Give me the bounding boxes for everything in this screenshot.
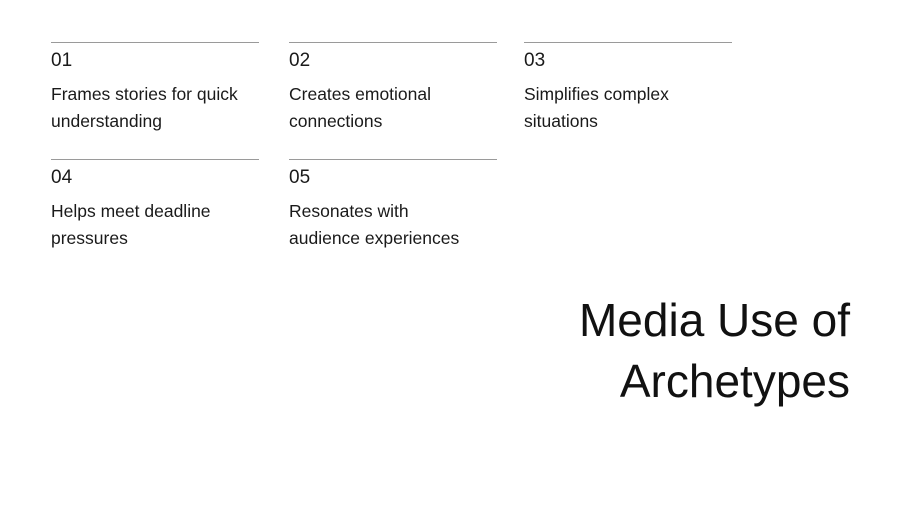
item-text-line: situations (524, 111, 598, 131)
slide-title: Media Use of Archetypes (450, 290, 850, 412)
item-number: 04 (51, 167, 73, 188)
item-number: 01 (51, 50, 73, 71)
item-divider (51, 42, 259, 43)
item-divider (289, 159, 497, 160)
list-item-03: 03 Simplifies complex situations (524, 42, 732, 135)
item-text-line: Simplifies complex (524, 84, 669, 104)
list-item-02: 02 Creates emotional connections (289, 42, 497, 135)
slide-title-line: Media Use of (578, 294, 850, 346)
item-text-line: audience experiences (289, 228, 460, 248)
item-text-line: Creates emotional (289, 84, 432, 104)
item-text-line: Resonates with (289, 201, 409, 221)
slide-title-line: Archetypes (619, 355, 850, 407)
item-divider (289, 42, 497, 43)
item-text-line: connections (289, 111, 383, 131)
item-number: 02 (289, 50, 311, 71)
list-item-05: 05 Resonates with audience experiences (289, 159, 497, 252)
item-text-line: pressures (51, 228, 128, 248)
list-item-01: 01 Frames stories for quick understandin… (51, 42, 259, 135)
item-text: Frames stories for quick understanding (51, 81, 259, 135)
item-number: 05 (289, 167, 311, 188)
item-text-line: understanding (51, 111, 162, 131)
item-text: Creates emotional connections (289, 81, 497, 135)
item-text: Helps meet deadline pressures (51, 198, 259, 252)
item-number: 03 (524, 50, 546, 71)
item-text-line: Helps meet deadline (51, 201, 211, 221)
item-text: Resonates with audience experiences (289, 198, 497, 252)
item-text-line: Frames stories for quick (51, 84, 238, 104)
item-divider (524, 42, 732, 43)
item-divider (51, 159, 259, 160)
list-item-04: 04 Helps meet deadline pressures (51, 159, 259, 252)
item-text: Simplifies complex situations (524, 81, 732, 135)
